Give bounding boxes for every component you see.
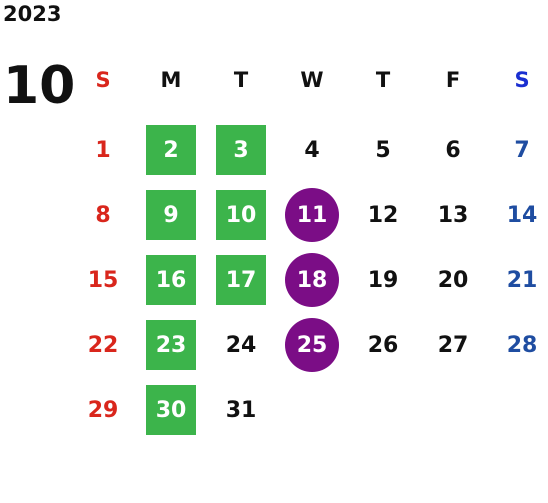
weekday-header: F [445, 68, 461, 92]
day-cell[interactable]: 29 [87, 397, 119, 423]
day-cell[interactable]: 28 [506, 332, 538, 358]
day-cell[interactable]: 30 [146, 385, 196, 435]
day-cell[interactable]: 13 [437, 202, 469, 228]
weekday-header: M [160, 68, 182, 92]
day-cell[interactable]: 20 [437, 267, 469, 293]
day-cell[interactable]: 12 [367, 202, 399, 228]
day-cell[interactable]: 5 [375, 137, 391, 163]
day-cell[interactable]: 14 [506, 202, 538, 228]
year-label: 2023 [3, 2, 62, 26]
day-cell[interactable]: 26 [367, 332, 399, 358]
day-cell[interactable]: 8 [95, 202, 111, 228]
weekday-header: W [300, 68, 324, 92]
weekday-header: S [514, 68, 530, 92]
day-cell[interactable]: 16 [146, 255, 196, 305]
day-cell[interactable]: 25 [285, 318, 339, 372]
day-cell[interactable]: 24 [225, 332, 257, 358]
day-cell[interactable]: 9 [146, 190, 196, 240]
day-cell[interactable]: 3 [216, 125, 266, 175]
day-cell[interactable]: 11 [285, 188, 339, 242]
day-cell[interactable]: 17 [216, 255, 266, 305]
day-cell[interactable]: 1 [95, 137, 111, 163]
weekday-header: S [95, 68, 111, 92]
day-cell[interactable]: 18 [285, 253, 339, 307]
day-cell[interactable]: 10 [216, 190, 266, 240]
day-cell[interactable]: 7 [514, 137, 530, 163]
day-cell[interactable]: 2 [146, 125, 196, 175]
day-cell[interactable]: 23 [146, 320, 196, 370]
weekday-header: T [233, 68, 249, 92]
month-label: 10 [3, 56, 76, 116]
day-cell[interactable]: 27 [437, 332, 469, 358]
day-cell[interactable]: 15 [87, 267, 119, 293]
day-cell[interactable]: 31 [225, 397, 257, 423]
day-cell[interactable]: 21 [506, 267, 538, 293]
day-cell[interactable]: 19 [367, 267, 399, 293]
day-cell[interactable]: 6 [445, 137, 461, 163]
day-cell[interactable]: 22 [87, 332, 119, 358]
weekday-header: T [375, 68, 391, 92]
day-cell[interactable]: 4 [304, 137, 320, 163]
